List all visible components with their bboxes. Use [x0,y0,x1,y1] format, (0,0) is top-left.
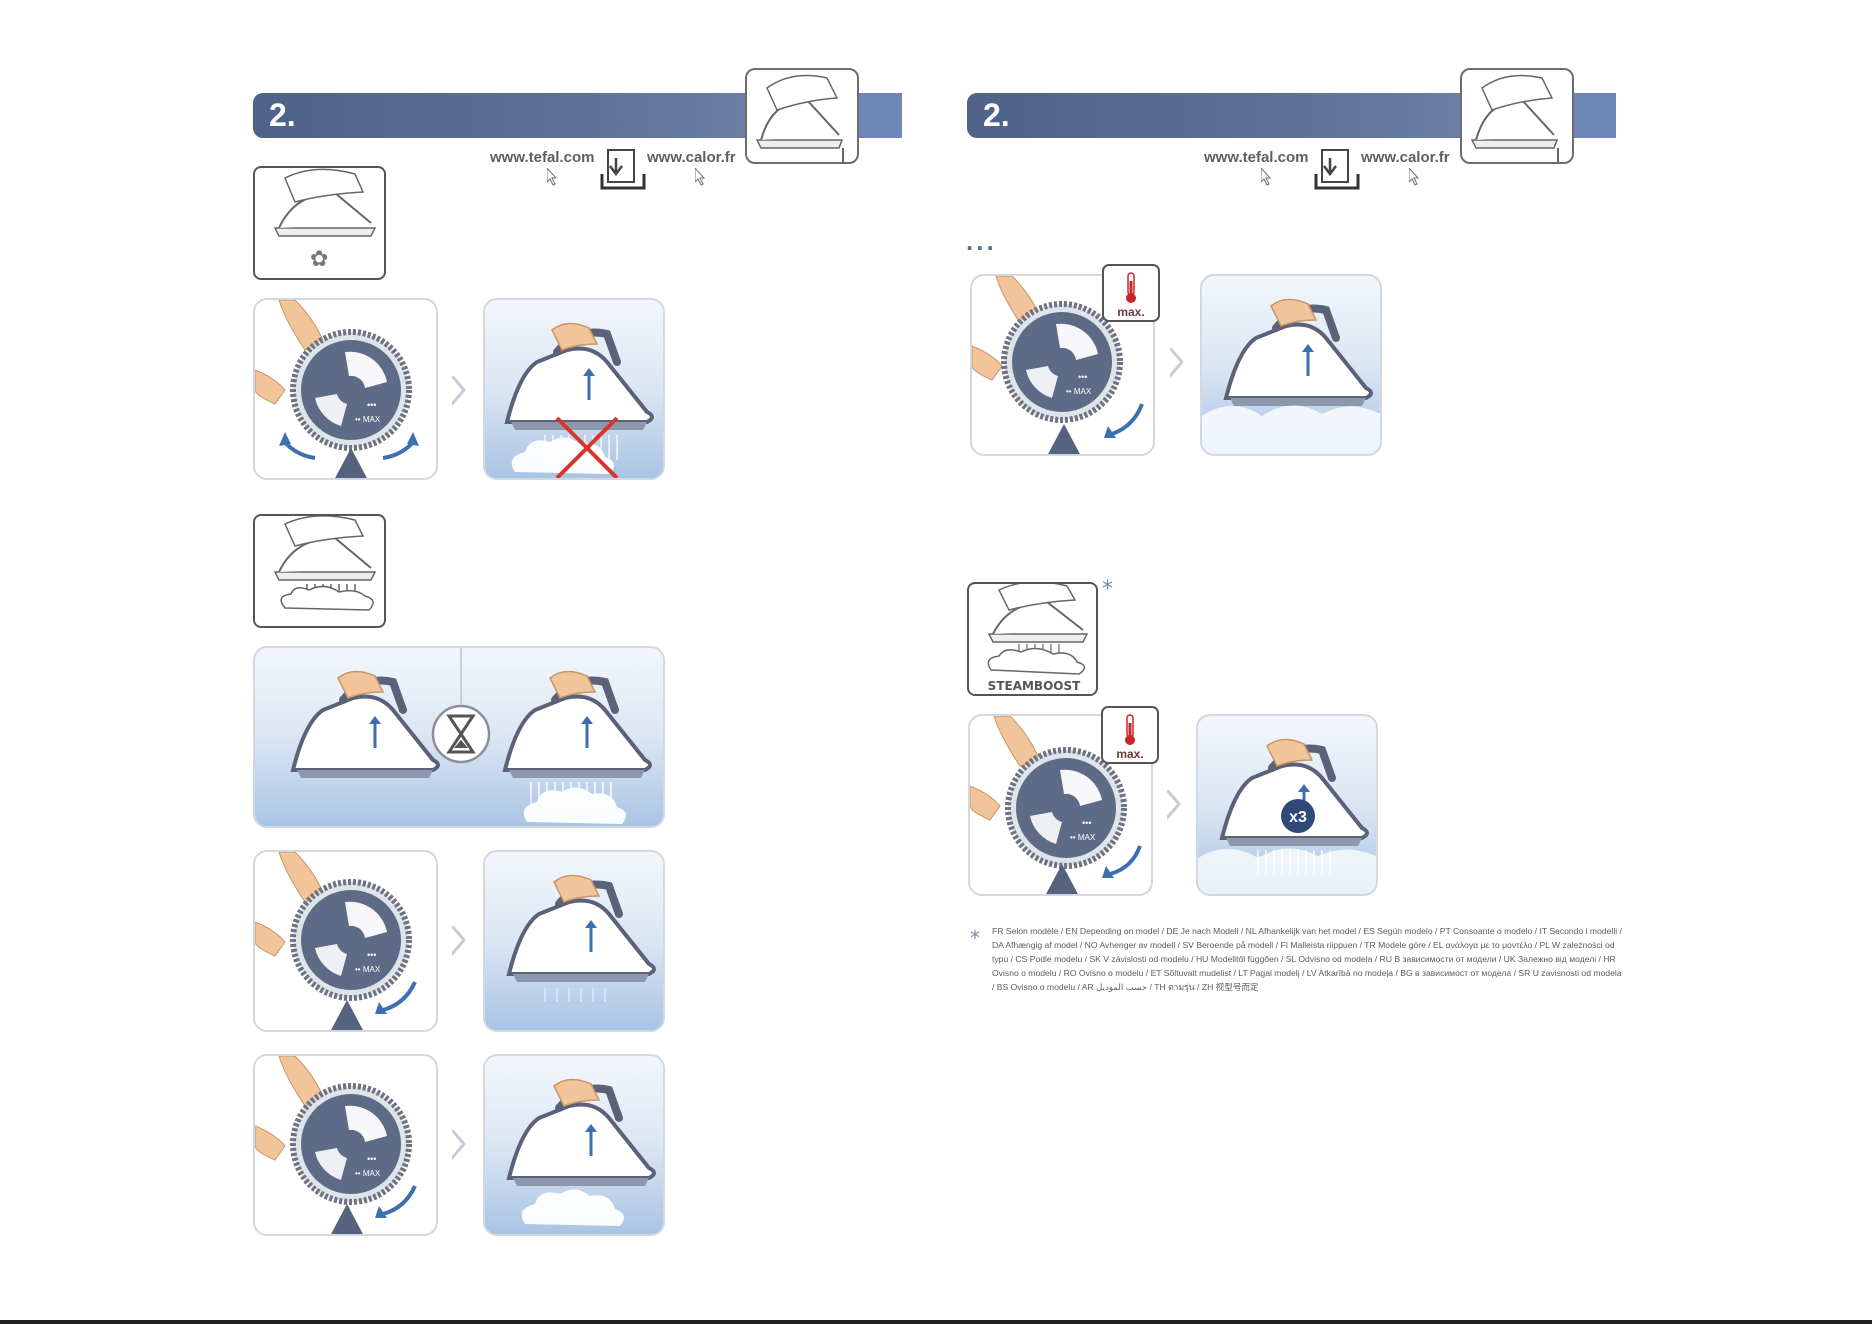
right-cursor-icon [1261,168,1271,186]
dial-panel-1 [253,298,438,480]
right-download-document-icon[interactable] [1314,146,1362,196]
thermometer-icon-2 [1125,714,1135,745]
red-cross-icon [555,416,619,478]
left-iron-hand-icon [745,68,859,164]
right-url-tefal[interactable]: www.tefal.com [1204,149,1309,166]
right-header-end [1570,93,1616,138]
dial-panel-3 [253,1054,438,1236]
steam-panel-2 [483,850,665,1032]
left-url-calor[interactable]: www.calor.fr [647,149,736,166]
right-header-bar: 2. [967,93,1462,138]
svg-text:✿: ✿ [310,247,328,272]
left-cursor-icon [547,168,557,186]
right-header-number: 2. [983,97,1010,133]
right-url-calor[interactable]: www.calor.fr [1361,149,1450,166]
steamboost-icon: STEAMBOOST [967,582,1098,696]
ellipsis-dots: ... [966,226,997,256]
left-header-number: 2. [269,97,296,133]
steam-panel-3 [483,1054,665,1236]
chevron-right-icon-3 [452,1130,466,1160]
left-header-end [855,93,902,138]
chevron-right-icon-5 [1167,790,1181,820]
model-footnote: FR Selon modèle / EN Depending on model … [992,926,1622,992]
asterisk-mark: * [1102,577,1113,602]
no-steam-iron-icon: ✿ [253,166,386,280]
left-cursor-icon-2 [695,168,705,186]
max-temp-badge: max. [1101,263,1161,325]
x3-label: x3 [1289,809,1307,826]
hourglass-icon [431,704,491,764]
chevron-right-icon-4 [1170,348,1184,378]
left-header-bar: 2. [253,93,750,138]
left-url-tefal[interactable]: www.tefal.com [490,149,595,166]
page-bottom-border [0,1320,1872,1324]
dial-panel-2 [253,850,438,1032]
chevron-right-icon-2 [452,926,466,956]
right-cursor-icon-2 [1409,168,1419,186]
steamboost-label: STEAMBOOST [988,679,1081,693]
left-download-document-icon[interactable] [600,146,648,196]
right-steam-panel-2: x3 [1196,714,1378,896]
right-iron-hand-icon [1460,68,1574,164]
max-label-2: max. [1116,747,1143,761]
steam-panel-1 [483,298,665,480]
right-steam-panel-1 [1200,274,1382,456]
max-temp-badge-2: max. [1100,705,1160,767]
max-label: max. [1117,305,1144,319]
steam-iron-icon [253,514,386,628]
footnote-asterisk: * [970,926,980,950]
chevron-right-icon [452,376,466,406]
thermometer-icon [1126,272,1136,303]
steam-panel-wide [253,646,665,828]
